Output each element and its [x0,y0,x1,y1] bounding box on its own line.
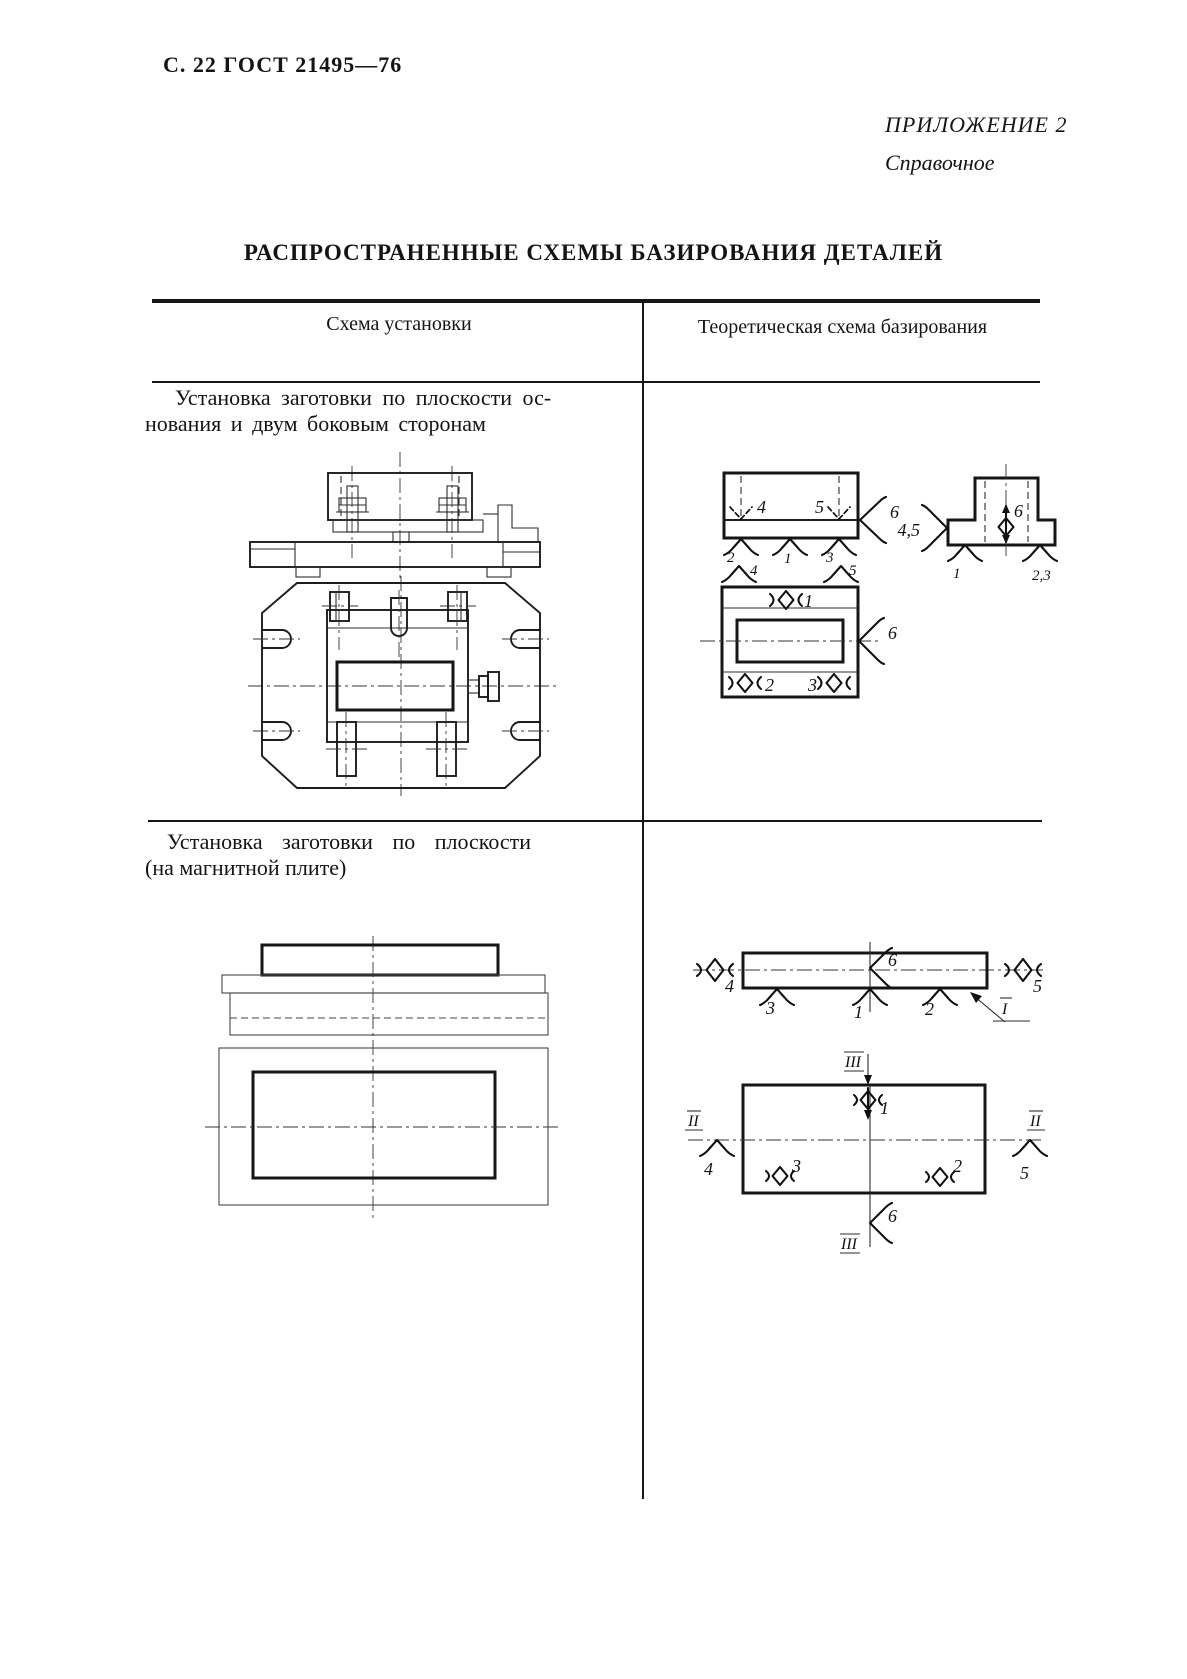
row1-caption-line1: Установка заготовки по плоскости ос- [175,385,552,410]
point-label: 6 [1014,501,1023,521]
point-label: 6 [888,1206,897,1226]
axis-label: III [844,1054,862,1071]
point-label: 1 [953,566,961,582]
page-title: РАСПРОСТРАНЕННЫЕ СХЕМЫ БАЗИРОВАНИЯ ДЕТАЛ… [243,240,944,265]
table-column-divider [642,299,644,1499]
row2-caption-line1: Установка заготовки по плоскости [167,829,532,854]
axis-label: II [1029,1113,1041,1130]
point-label: 4 [757,497,766,517]
appendix-label: ПРИЛОЖЕНИЕ 2 [885,112,1068,137]
point-label: 5 [849,563,857,579]
point-label: 5 [1033,976,1042,996]
point-label: 1 [854,1002,863,1022]
point-label: 2,3 [1032,568,1051,584]
point-label: 1 [804,591,813,611]
point-label: 2 [727,550,735,566]
theoretical-scheme-drawing-1: 4 5 6 2 4 1 3 5 1 6 2 [700,464,1059,699]
point-label: 5 [1020,1163,1029,1183]
point-label: 3 [825,550,834,566]
magnetic-plate-installation-drawing [205,936,562,1218]
appendix-note: Справочное [885,150,995,175]
fixture-installation-drawing [248,452,556,796]
point-label: 2 [765,675,774,695]
row1-caption-line2: нования и двум боковым сторонам [145,411,486,436]
column-header-theoretical-scheme: Теоретическая схема базирования [697,316,988,338]
point-label: 1 [880,1098,889,1118]
table-header-divider [152,381,1040,383]
point-label: 4 [750,563,758,579]
table-row-divider [148,820,1042,822]
view-label: I [1001,1001,1008,1018]
column-header-installation-scheme: Схема установки [326,313,472,335]
point-label: 6 [888,623,897,643]
point-label: 4 [725,976,734,996]
axis-label: II [687,1113,699,1130]
axis-label: III [840,1236,858,1253]
point-label: 2 [925,999,934,1019]
row2-caption-line2: (на магнитной плите) [145,855,347,880]
point-label: 1 [784,551,792,567]
point-label: 4 [704,1159,713,1179]
point-label: 3 [807,675,817,695]
point-label: 4,5 [898,520,921,540]
point-label: 3 [765,998,775,1018]
point-label: 2 [953,1156,962,1176]
point-label: 6 [888,950,897,970]
point-label: 3 [791,1156,801,1176]
page-header: С. 22 ГОСТ 21495—76 [163,52,403,77]
theoretical-scheme-drawing-2: 6 4 5 3 1 2 I III [685,942,1049,1254]
point-label: 5 [815,497,824,517]
point-label: 6 [890,502,899,522]
table-top-border [152,299,1040,303]
